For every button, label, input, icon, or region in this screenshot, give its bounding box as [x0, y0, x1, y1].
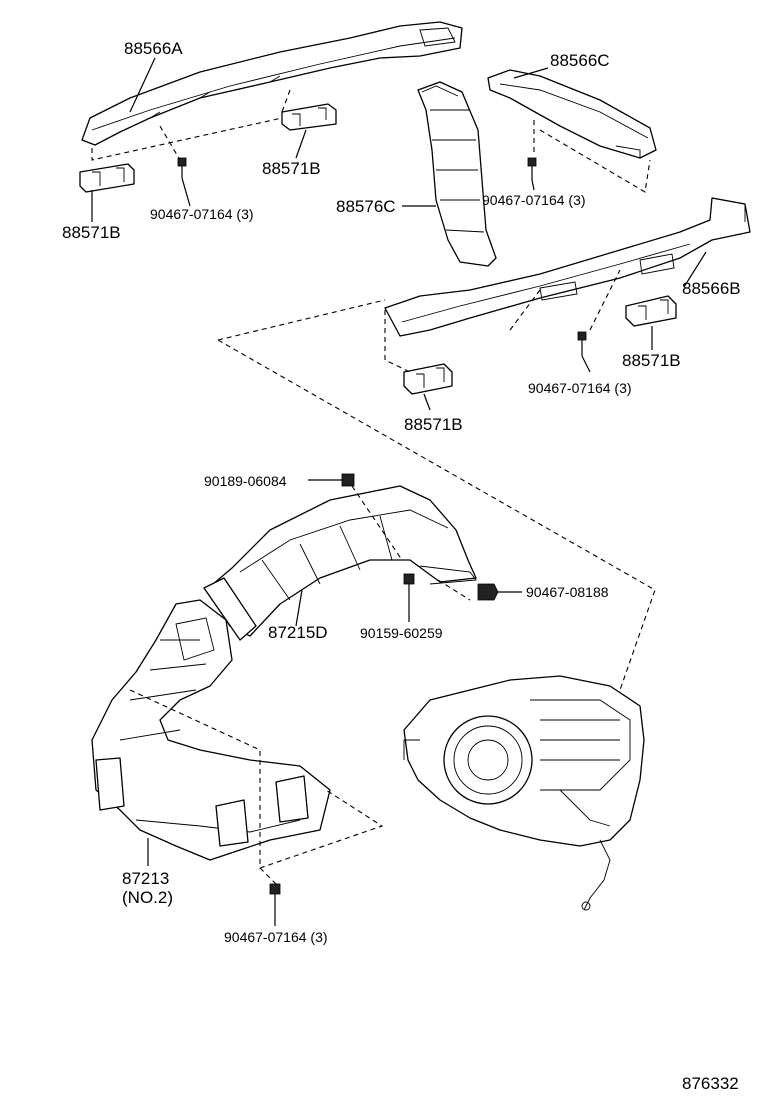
label-88571B-top-left: 88571B: [62, 223, 121, 242]
duct-88576C: [417, 81, 497, 267]
label-88571B-top-mid: 88571B: [262, 159, 321, 178]
dash-main-link: [217, 299, 656, 691]
screw-90159-60259: [403, 573, 415, 598]
label-88571B-right: 88571B: [622, 351, 681, 370]
label-88566C: 88566C: [550, 51, 610, 70]
dash-88566C-outline: [533, 120, 651, 193]
label-87213: 87213: [122, 869, 169, 888]
duct-87213: [91, 599, 331, 861]
label-90159-60259: 90159-60259: [360, 625, 443, 641]
label-90467-08188: 90467-08188: [526, 584, 609, 600]
part-labels: 88566A 88566C 88571B 88571B 90467-07164 …: [62, 39, 741, 1093]
label-90467-07164-a: 90467-07164 (3): [150, 206, 254, 222]
screw-90467-c: [577, 331, 587, 356]
dash-87213-outline: [129, 689, 384, 885]
label-87213-sub: (NO.2): [122, 888, 173, 907]
clip-90467-08188: [477, 583, 499, 601]
duct-88566C: [487, 69, 657, 159]
clip-88571B-top-mid: [281, 103, 337, 131]
clip-88571B-bottom: [403, 363, 453, 395]
duct-88566A: [81, 21, 463, 146]
dash-88566B-outline: [384, 269, 621, 373]
screw-90467-d: [269, 883, 281, 908]
label-88571B-bottom: 88571B: [404, 415, 463, 434]
label-90467-07164-d: 90467-07164 (3): [224, 929, 328, 945]
dash-88566A-outline: [91, 89, 291, 161]
label-88576C: 88576C: [336, 197, 396, 216]
label-90467-07164-c: 90467-07164 (3): [528, 380, 632, 396]
leader-lines: [91, 57, 707, 926]
label-88566B: 88566B: [682, 279, 741, 298]
duct-88566B: [384, 197, 751, 337]
heater-unit-assembly: [403, 675, 645, 911]
dash-87215D-links: [351, 485, 471, 601]
label-90189-06084: 90189-06084: [204, 473, 287, 489]
clip-88571B-top-left: [79, 163, 135, 193]
screw-90467-b: [527, 157, 537, 180]
label-87215D: 87215D: [268, 623, 328, 642]
figure-number: 876332: [682, 1074, 739, 1093]
duct-87215D: [203, 485, 477, 641]
label-90467-07164-b: 90467-07164 (3): [482, 192, 586, 208]
label-88566A: 88566A: [124, 39, 183, 58]
bolt-90189-06084: [341, 473, 355, 487]
clip-88571B-right: [625, 295, 677, 327]
screw-90467-a: [177, 157, 187, 178]
